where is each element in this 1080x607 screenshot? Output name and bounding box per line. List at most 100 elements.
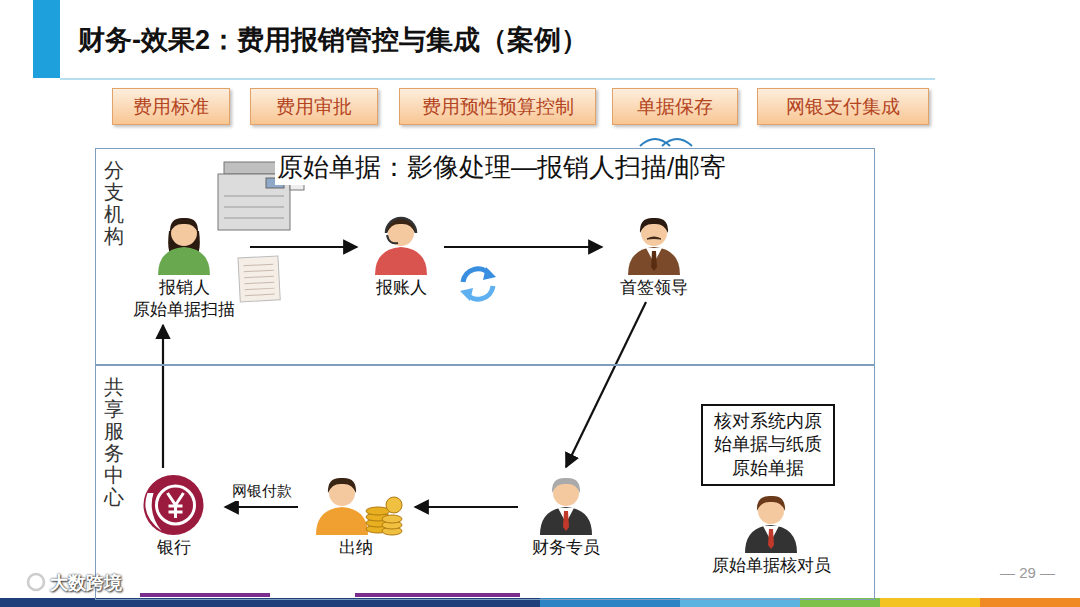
- feature-tag: 网银支付集成: [757, 88, 929, 125]
- person-hair: [387, 218, 415, 233]
- actor-icon: [606, 211, 702, 277]
- copier-drawer: [224, 196, 284, 197]
- footer-mark: [140, 593, 270, 597]
- necktie: [768, 529, 774, 549]
- person-hair: [640, 218, 668, 233]
- flow-arrow: [415, 506, 518, 508]
- person-icon: [628, 218, 680, 275]
- person-hair: [552, 478, 580, 493]
- paper-document: [238, 256, 280, 302]
- paper-line: [245, 288, 275, 290]
- copier-top: [224, 162, 282, 174]
- feature-tag: 费用预性预算控制: [399, 88, 596, 125]
- actor-figure: 出纳: [301, 471, 411, 559]
- paper-line: [244, 282, 274, 284]
- person-body: [316, 507, 368, 535]
- person-icon: [540, 478, 592, 535]
- actor-figure: 原始单据核对员: [706, 489, 836, 577]
- bank-logo: [144, 475, 204, 535]
- person-body: [628, 247, 680, 275]
- tag-label: 网银支付集成: [786, 94, 900, 120]
- person-hair: [328, 478, 356, 493]
- watermark-logo: [28, 574, 44, 590]
- actor-caption: 原始单据核对员: [706, 555, 836, 577]
- refresh-head: [460, 288, 473, 301]
- footer-stripe: [980, 598, 1080, 607]
- flow-arrow: [444, 246, 602, 248]
- actor-icon: [521, 471, 611, 537]
- lane-heading: 分支机构: [104, 159, 124, 247]
- refresh-icon: [460, 267, 496, 301]
- headset: [386, 218, 416, 233]
- actor-figure: 报账人: [361, 211, 441, 299]
- title-rule: [60, 78, 935, 80]
- paper-line: [243, 264, 273, 266]
- actor-caption: 银行: [126, 537, 221, 559]
- actor-icon: [361, 211, 441, 277]
- page-number: — 29 —: [1000, 564, 1055, 581]
- lane-heading: 共享服务中心: [104, 376, 124, 508]
- bank-inner: [157, 486, 195, 524]
- paper-sheet: [238, 256, 280, 302]
- necktie: [563, 511, 569, 531]
- person-icon: [316, 478, 368, 535]
- slide-title: 财务-效果2：费用报销管控与集成（案例）: [78, 22, 588, 58]
- yen-symbol: [168, 493, 184, 518]
- actor-figure: 首签领导: [606, 211, 702, 299]
- watermark: 大数跨境: [50, 571, 122, 595]
- mustache: [647, 237, 661, 239]
- feature-tag: 费用标准: [112, 88, 230, 125]
- headset-mic: [387, 235, 398, 243]
- paper-line: [244, 270, 274, 272]
- person-icon: [375, 218, 427, 275]
- edge-label: 网银付款: [229, 482, 295, 501]
- actor-figure: 财务专员: [521, 471, 611, 559]
- coin: [386, 497, 402, 513]
- person-icon: [158, 218, 210, 275]
- copier-drawer: [224, 207, 284, 208]
- tag-label: 费用审批: [276, 94, 352, 120]
- note-text: 核对系统内原始单据与纸质原始单据: [709, 410, 827, 480]
- swimlane-band: 共享服务中心银行 出纳 财务专员 核对系统内原始单据与纸质原始单据原始单据核对员: [95, 365, 875, 600]
- actor-caption: 首签领导: [606, 277, 702, 299]
- actor-figure: 报销人 原始单据扫描: [121, 211, 247, 321]
- actor-caption: 报销人 原始单据扫描: [121, 277, 247, 321]
- person-body: [745, 525, 797, 553]
- actor-caption: 出纳: [301, 537, 411, 559]
- cloud-arc: [640, 139, 692, 146]
- tag-label: 单据保存: [637, 94, 713, 120]
- footer-stripe: [880, 598, 980, 607]
- person-hair: [170, 218, 198, 233]
- refresh-head: [483, 267, 496, 280]
- person-body: [158, 247, 210, 275]
- copier-drawer: [224, 218, 284, 219]
- lane-banner: 原始单据：影像处理—报销人扫描/邮寄: [275, 150, 728, 185]
- flow-arrow: [162, 325, 164, 468]
- actor-icon: [126, 471, 221, 537]
- person-icon: [745, 496, 797, 553]
- flow-arrow: [225, 506, 298, 508]
- necktie: [651, 251, 657, 271]
- person-hair: [757, 496, 785, 511]
- person-body: [375, 247, 427, 275]
- person-body: [540, 507, 592, 535]
- note-box: 核对系统内原始单据与纸质原始单据: [701, 404, 835, 486]
- tag-label: 费用标准: [133, 94, 209, 120]
- title-accent-bar: [33, 0, 60, 78]
- paper-line: [244, 276, 274, 278]
- paper-line: [245, 294, 275, 296]
- actor-caption: 报账人: [361, 277, 441, 299]
- flow-arrow: [250, 246, 357, 248]
- tag-label: 费用预性预算控制: [422, 94, 574, 120]
- actor-figure: 银行: [126, 471, 221, 559]
- actor-icon: [121, 211, 247, 277]
- actor-icon: [301, 471, 411, 537]
- coin-stack: [366, 497, 402, 535]
- footer-mark: [355, 593, 520, 597]
- actor-icon: [706, 489, 836, 555]
- feature-tag: 单据保存: [612, 88, 738, 125]
- coin: [382, 515, 402, 523]
- actor-caption: 财务专员: [521, 537, 611, 559]
- feature-tag: 费用审批: [250, 88, 378, 125]
